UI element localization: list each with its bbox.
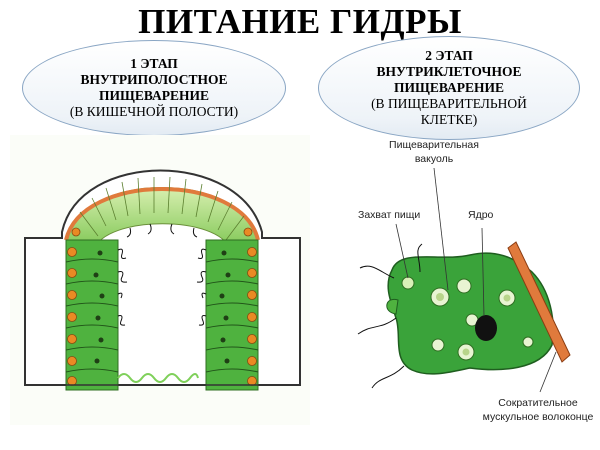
stage-2-number: 2 ЭТАП	[425, 48, 473, 63]
vacuole-label-2: вакуоль	[414, 153, 454, 165]
fiber-label-1: Сократительное	[498, 397, 578, 409]
vacuole-label: Пищеварительная вакуоль	[372, 138, 496, 166]
fiber-label: Сократительное мускульное волоконце	[478, 396, 598, 424]
digestive-vacuoles[interactable]	[430, 278, 534, 361]
nuclei-left	[67, 227, 81, 386]
muscle-fiber[interactable]	[507, 241, 571, 363]
fiber-label-2: мускульное волоконце	[482, 411, 594, 423]
digestive-cell[interactable]	[387, 252, 554, 375]
capture-label: Захват пищи	[358, 209, 421, 221]
inner-nuclei	[93, 250, 231, 364]
stage-2-location-2: КЛЕТКЕ)	[420, 112, 478, 127]
wall-inner-edge	[24, 237, 62, 385]
stage-2-name-2: ПИЩЕВАРЕНИЕ	[394, 80, 504, 95]
cell-flagella	[357, 243, 423, 389]
mesoglea-line	[117, 373, 199, 383]
pseudopod	[386, 298, 399, 315]
stage-2-oval: 2 ЭТАП ВНУТРИКЛЕТОЧНОЕ ПИЩЕВАРЕНИЕ (В ПИ…	[318, 36, 580, 140]
stage-1-number: 1 ЭТАП	[130, 56, 178, 71]
left-cell-borders	[65, 258, 119, 373]
arch-cell-borders	[79, 176, 245, 241]
vacuole-contents	[436, 293, 511, 356]
stage-1-location: (В КИШЕЧНОЙ ПОЛОСТИ)	[69, 104, 239, 119]
stage-1-name: ВНУТРИПОЛОСТНОЕ	[80, 72, 228, 87]
stage-2-name: ВНУТРИКЛЕТОЧНОЕ	[376, 64, 522, 79]
ectoderm-rim	[64, 187, 260, 241]
cell-nucleus[interactable]	[475, 315, 497, 341]
captured-food-particle[interactable]	[401, 276, 415, 290]
stage-2-location: (В ПИЩЕВАРИТЕЛЬНОЙ	[371, 96, 527, 111]
nuclei-right	[243, 227, 257, 386]
right-cell-borders	[205, 258, 259, 373]
flagella	[117, 223, 207, 326]
page-title: ПИТАНИЕ ГИДРЫ	[138, 2, 462, 41]
vacuole-label-1: Пищеварительная	[389, 139, 479, 151]
label-leader-lines	[395, 167, 557, 393]
stage-1-oval: 1 ЭТАП ВНУТРИПОЛОСТНОЕ ПИЩЕВАРЕНИЕ (В КИ…	[22, 40, 286, 136]
nucleus-label: Ядро	[468, 209, 494, 221]
stage-1-name-2: ПИЩЕВАРЕНИЕ	[99, 88, 209, 103]
